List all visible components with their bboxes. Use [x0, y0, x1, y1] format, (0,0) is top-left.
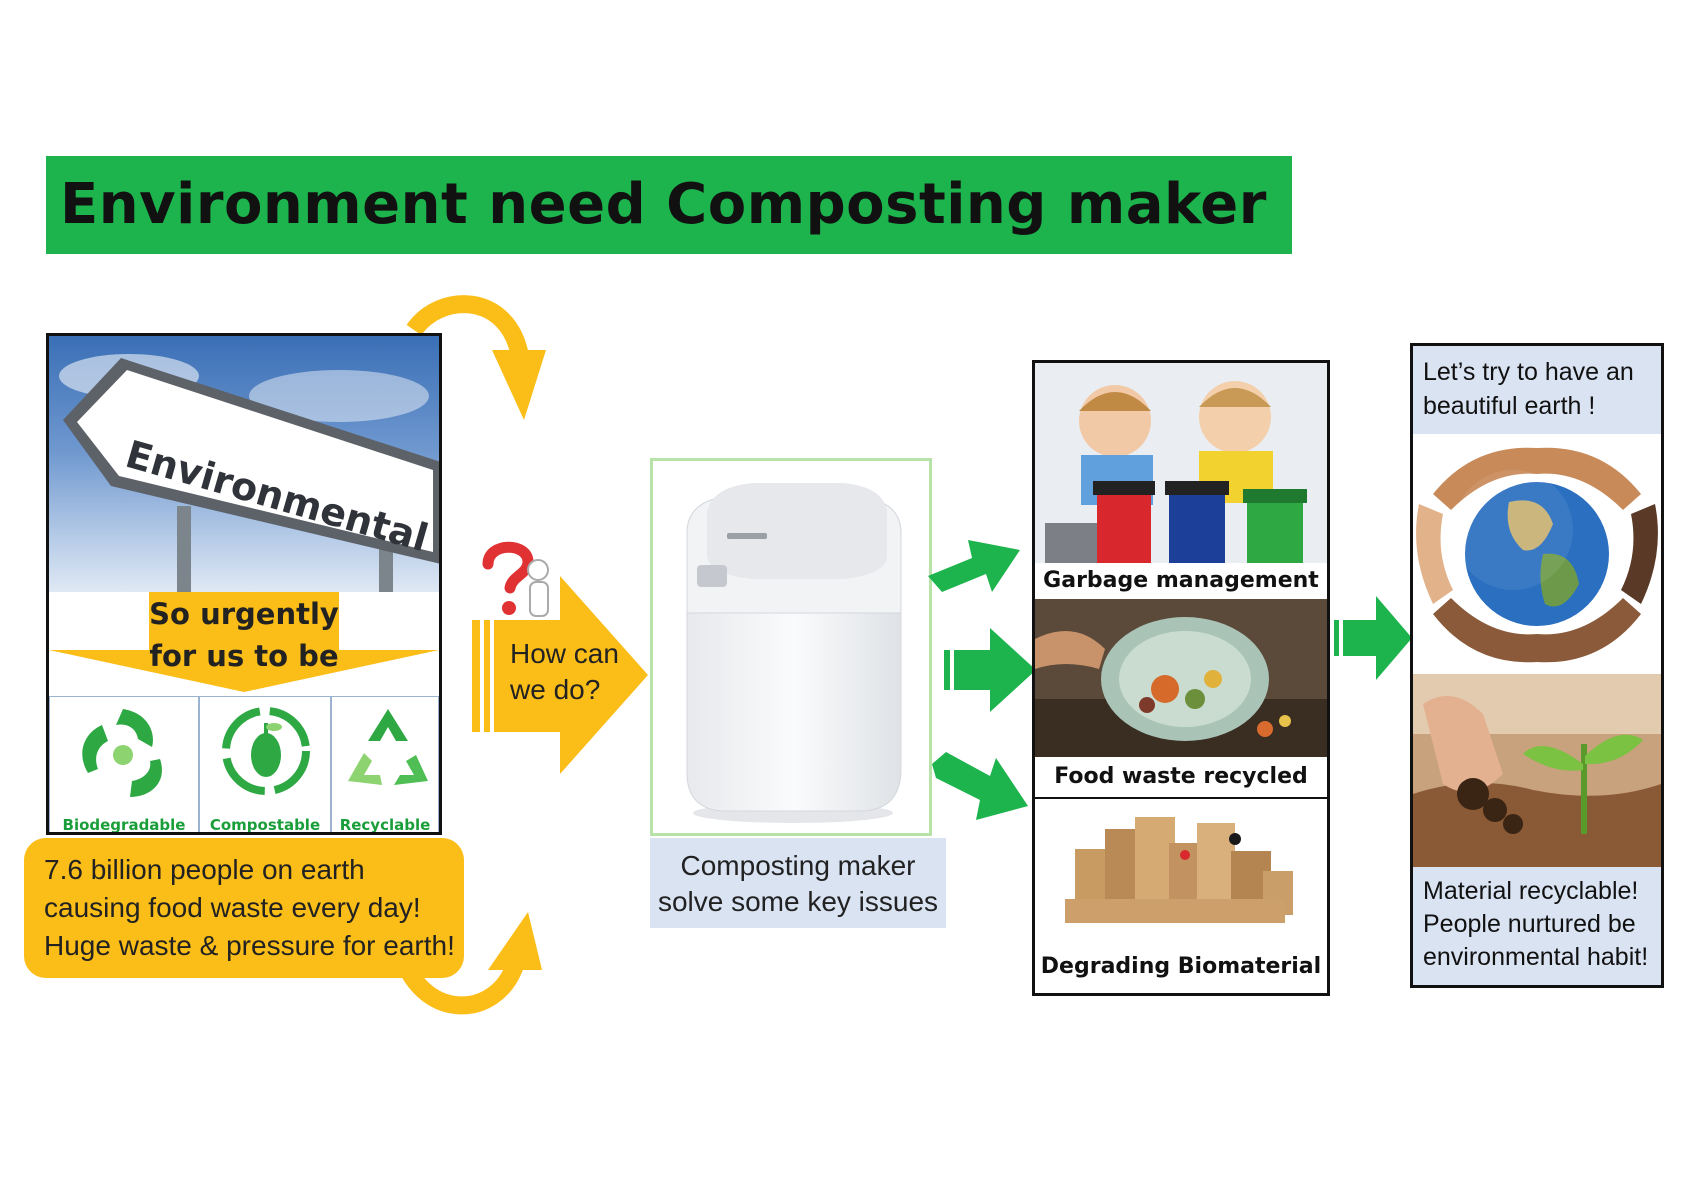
title-bar: Environment need Composting maker — [46, 156, 1292, 254]
earth-foot-line-3: environmental habit! — [1423, 943, 1649, 971]
solution-label-2: Food waste recycled — [1035, 757, 1327, 797]
earth-header: Let’s try to have an beautiful earth ! — [1413, 346, 1661, 434]
earth-head-line-1: Let’s try to have an — [1423, 358, 1634, 386]
question-line-2: we do? — [510, 674, 601, 705]
fact-line-3: Huge waste & pressure for earth! — [44, 930, 455, 961]
earth-head-line-2: beautiful earth ! — [1423, 392, 1596, 420]
solution-label-1: Garbage management — [1035, 563, 1327, 599]
curved-arrow-top-icon — [406, 295, 546, 420]
badge-label: Biodegradable — [62, 816, 186, 834]
recycle-icon — [348, 709, 428, 785]
biomaterial-image — [1035, 799, 1327, 945]
page-title: Environment need Composting maker — [60, 172, 1267, 237]
green-arrow-to-earth-icon — [1334, 596, 1412, 680]
compostable-icon — [222, 707, 310, 795]
road-sign-image — [59, 354, 439, 592]
green-arrow-up-right-icon — [928, 540, 1020, 592]
big-orange-arrow-icon — [472, 576, 648, 774]
hands-globe-image — [1413, 434, 1661, 674]
composter-caption: Composting maker solve some key issues — [650, 838, 946, 928]
facts-box: 7.6 billion people on earth causing food… — [24, 838, 464, 978]
divider — [1035, 797, 1327, 799]
solution-label-3: Degrading Biomaterial — [1035, 945, 1327, 993]
down-arrow-banner — [49, 592, 439, 692]
solutions-panel: Garbage management Food waste recycled D… — [1032, 360, 1330, 996]
caption-line-1: Composting maker — [680, 850, 916, 881]
seedling-soil-image — [1413, 674, 1661, 870]
biodegradable-icon — [82, 709, 162, 797]
badge-label: Compostable — [209, 816, 321, 834]
earth-foot-line-2: People nurtured be — [1423, 910, 1636, 938]
question-figure-icon — [482, 541, 549, 617]
question-line-1: How can — [510, 638, 619, 669]
badge-row: Biodegradable Compostable Recyclable — [49, 696, 439, 834]
green-arrow-right-icon — [944, 628, 1036, 712]
urgent-text-line1: So urgently — [149, 597, 339, 631]
badge-biodegradable: Biodegradable — [49, 696, 199, 834]
beautiful-earth-panel: Let’s try to have an beautiful earth ! M… — [1410, 343, 1664, 988]
food-waste-image — [1035, 599, 1327, 757]
composter-image — [686, 483, 902, 823]
garbage-management-image — [1035, 363, 1327, 563]
earth-footer: Material recyclable! People nurtured be … — [1413, 867, 1661, 985]
urgent-text-line2: for us to be — [149, 639, 339, 673]
composter-image-frame — [650, 458, 932, 836]
badge-label: Recyclable — [339, 816, 431, 834]
caption-line-2: solve some key issues — [657, 886, 939, 917]
earth-foot-line-1: Material recyclable! — [1423, 877, 1639, 905]
green-arrow-down-right-icon — [932, 752, 1028, 820]
badge-recyclable: Recyclable — [331, 696, 439, 834]
fact-line-1: 7.6 billion people on earth — [44, 854, 365, 885]
badge-compostable: Compostable — [199, 696, 331, 834]
environmental-issues-panel: Environmental Issues So urgently for us … — [46, 333, 442, 835]
fact-line-2: causing food waste every day! — [44, 892, 421, 923]
